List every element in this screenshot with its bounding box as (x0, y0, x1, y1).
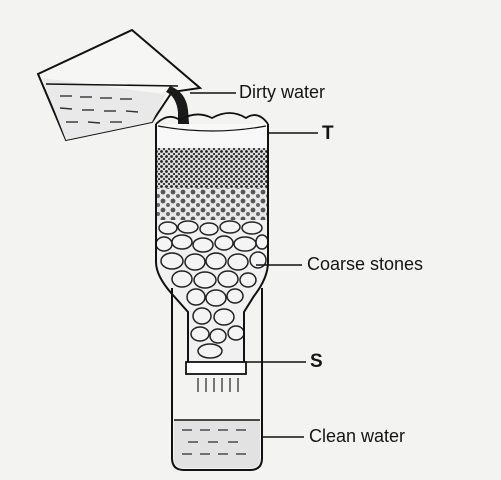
gravel-layer (156, 188, 268, 220)
collecting-jar (171, 288, 263, 471)
label-dirty-water: Dirty water (239, 82, 326, 102)
filter-layers (156, 124, 268, 362)
beaker (36, 28, 203, 142)
fine-sand-layer (156, 148, 268, 188)
cotton-plug (185, 361, 247, 392)
label-s: S (310, 351, 323, 372)
label-coarse-stones: Coarse stones (307, 254, 424, 274)
label-t: T (322, 123, 334, 144)
label-clean-water: Clean water (309, 426, 406, 446)
